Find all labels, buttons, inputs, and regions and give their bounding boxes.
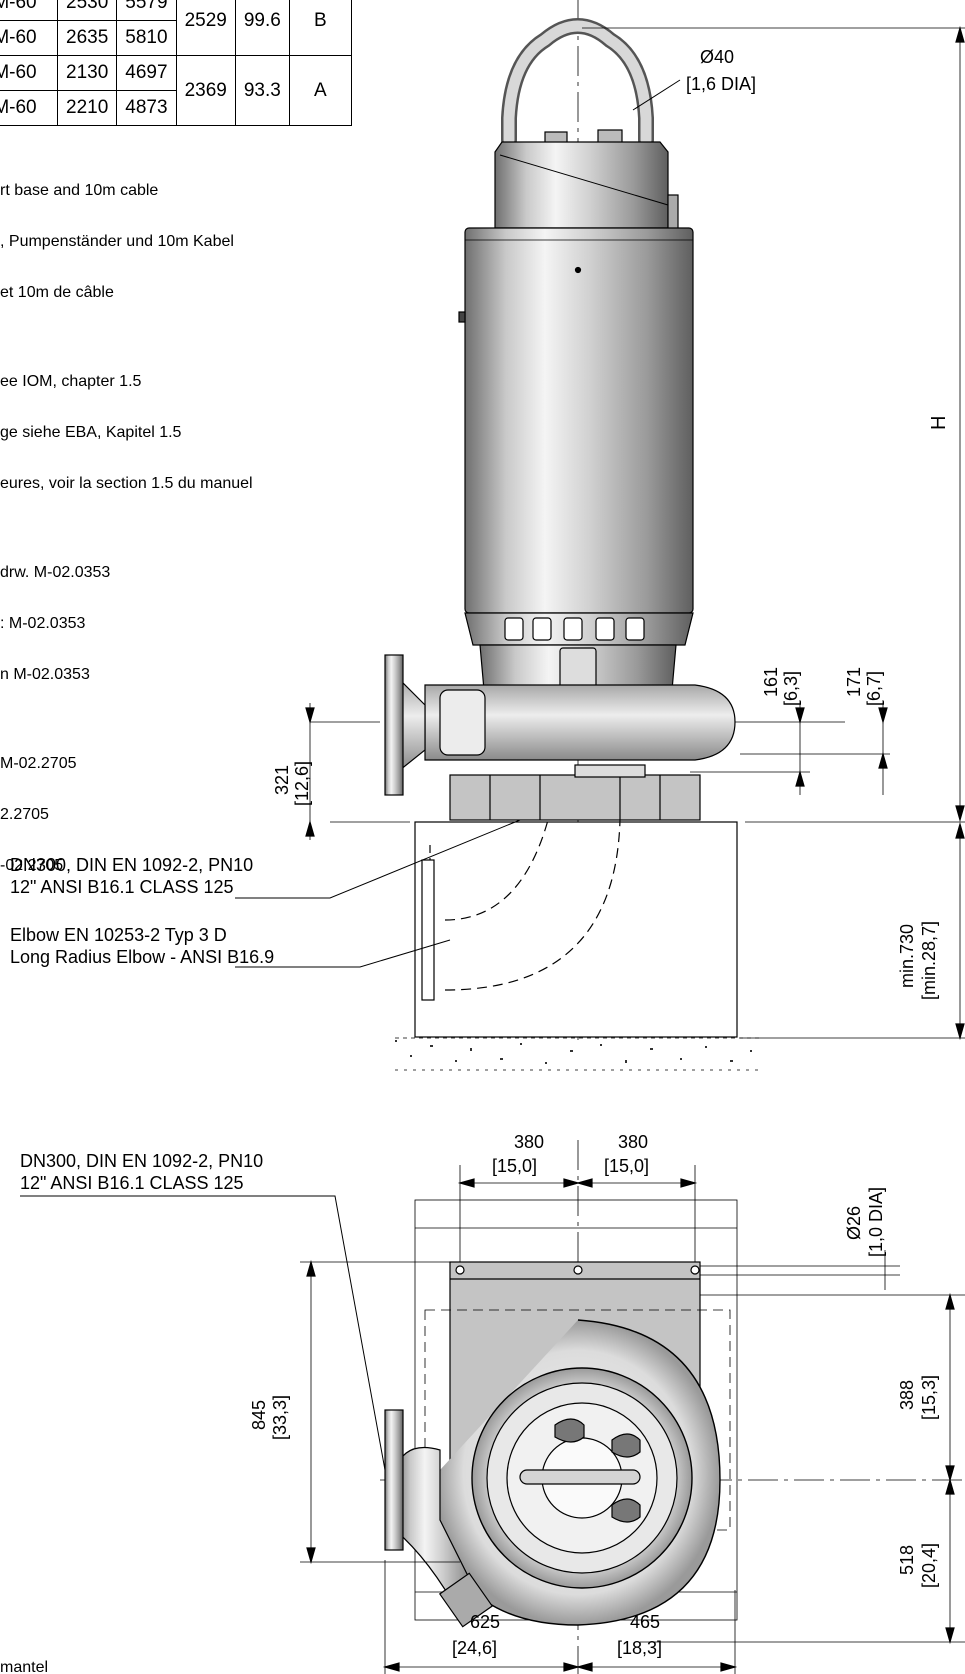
- note-line: , Pumpenständer und 10m Kabel: [0, 233, 234, 250]
- note-line: rt base and 10m cable: [0, 182, 159, 199]
- table-cell: 2635: [56, 20, 118, 56]
- dim-518-inch: [20,4]: [919, 1543, 939, 1588]
- dim-730-inch: [min.28,7]: [919, 921, 939, 1000]
- dim-161: 161: [761, 667, 781, 697]
- dim-625-inch: [24,6]: [452, 1638, 497, 1658]
- dim-380-left-inch: [15,0]: [492, 1156, 537, 1176]
- dim-388-inch: [15,3]: [919, 1375, 939, 1420]
- table-cell: 5579: [116, 0, 177, 21]
- table-cell: 5810: [116, 20, 177, 56]
- table-cell: 2130: [56, 55, 118, 91]
- table-cell: 4873: [116, 90, 177, 126]
- note-line: M-02.2705: [0, 755, 77, 772]
- bolt-dia-inch-label: [1,0 DIA]: [866, 1187, 886, 1257]
- notes-block: rt base and 10m cable , Pumpenständer un…: [0, 148, 253, 891]
- note-line: et 10m de câble: [0, 284, 114, 301]
- table-cell: 2210: [56, 90, 118, 126]
- dim-161-inch: [6,3]: [781, 671, 801, 706]
- spec-table: -M-60 2530 5579 2529 99.6 B -M-60 2635 5…: [0, 0, 352, 126]
- dim-845-inch: [33,3]: [270, 1395, 290, 1440]
- table-cell: A: [288, 55, 352, 126]
- note-line: : M-02.0353: [0, 615, 86, 632]
- table-cell: -M-60: [0, 0, 58, 21]
- bolt-dia-label: Ø26: [844, 1206, 864, 1240]
- dim-321: 321: [272, 765, 292, 795]
- bottom-note-fragment: mantel: [0, 1659, 48, 1674]
- note-line: 2.2705: [0, 806, 49, 823]
- table-cell: 99.6: [234, 0, 290, 56]
- dim-465: 465: [630, 1612, 660, 1632]
- dim-625: 625: [470, 1612, 500, 1632]
- note-line: drw. M-02.0353: [0, 564, 111, 581]
- dim-321-inch: [12,6]: [292, 761, 312, 806]
- side-view: [235, 0, 965, 1071]
- table-cell: 2369: [175, 55, 236, 126]
- height-label: H: [928, 416, 950, 430]
- dim-388: 388: [897, 1380, 917, 1410]
- table-cell: 2529: [175, 0, 236, 56]
- dim-171-inch: [6,7]: [864, 671, 884, 706]
- dim-380-left: 380: [514, 1132, 544, 1152]
- note-line: -02.2705: [0, 857, 64, 874]
- flange-note-line1: DN300, DIN EN 1092-2, PN10: [10, 855, 253, 875]
- flange-note-line1: DN300, DIN EN 1092-2, PN10: [20, 1151, 263, 1171]
- table-cell: 93.3: [234, 55, 290, 126]
- dim-730: min.730: [897, 924, 917, 988]
- cable-dia-inch-label: [1,6 DIA]: [686, 74, 756, 94]
- top-view: [20, 1140, 965, 1674]
- flange-note-line2: 12" ANSI B16.1 CLASS 125: [20, 1173, 244, 1193]
- table-cell: -M-60: [0, 55, 58, 91]
- note-line: eures, voir la section 1.5 du manuel: [0, 475, 253, 492]
- flange-note-line2: 12" ANSI B16.1 CLASS 125: [10, 877, 234, 897]
- dim-518: 518: [897, 1545, 917, 1575]
- elbow-note-line2: Long Radius Elbow - ANSI B16.9: [10, 947, 274, 967]
- dim-171: 171: [844, 667, 864, 697]
- note-line: ee IOM, chapter 1.5: [0, 373, 142, 390]
- dim-465-inch: [18,3]: [617, 1638, 662, 1658]
- cable-dia-label: Ø40: [700, 47, 734, 67]
- dim-380-right: 380: [618, 1132, 648, 1152]
- note-line: ge siehe EBA, Kapitel 1.5: [0, 424, 182, 441]
- dim-845: 845: [249, 1400, 269, 1430]
- elbow-note-line1: Elbow EN 10253-2 Typ 3 D: [10, 925, 227, 945]
- dim-380-right-inch: [15,0]: [604, 1156, 649, 1176]
- note-line: n M-02.0353: [0, 666, 90, 683]
